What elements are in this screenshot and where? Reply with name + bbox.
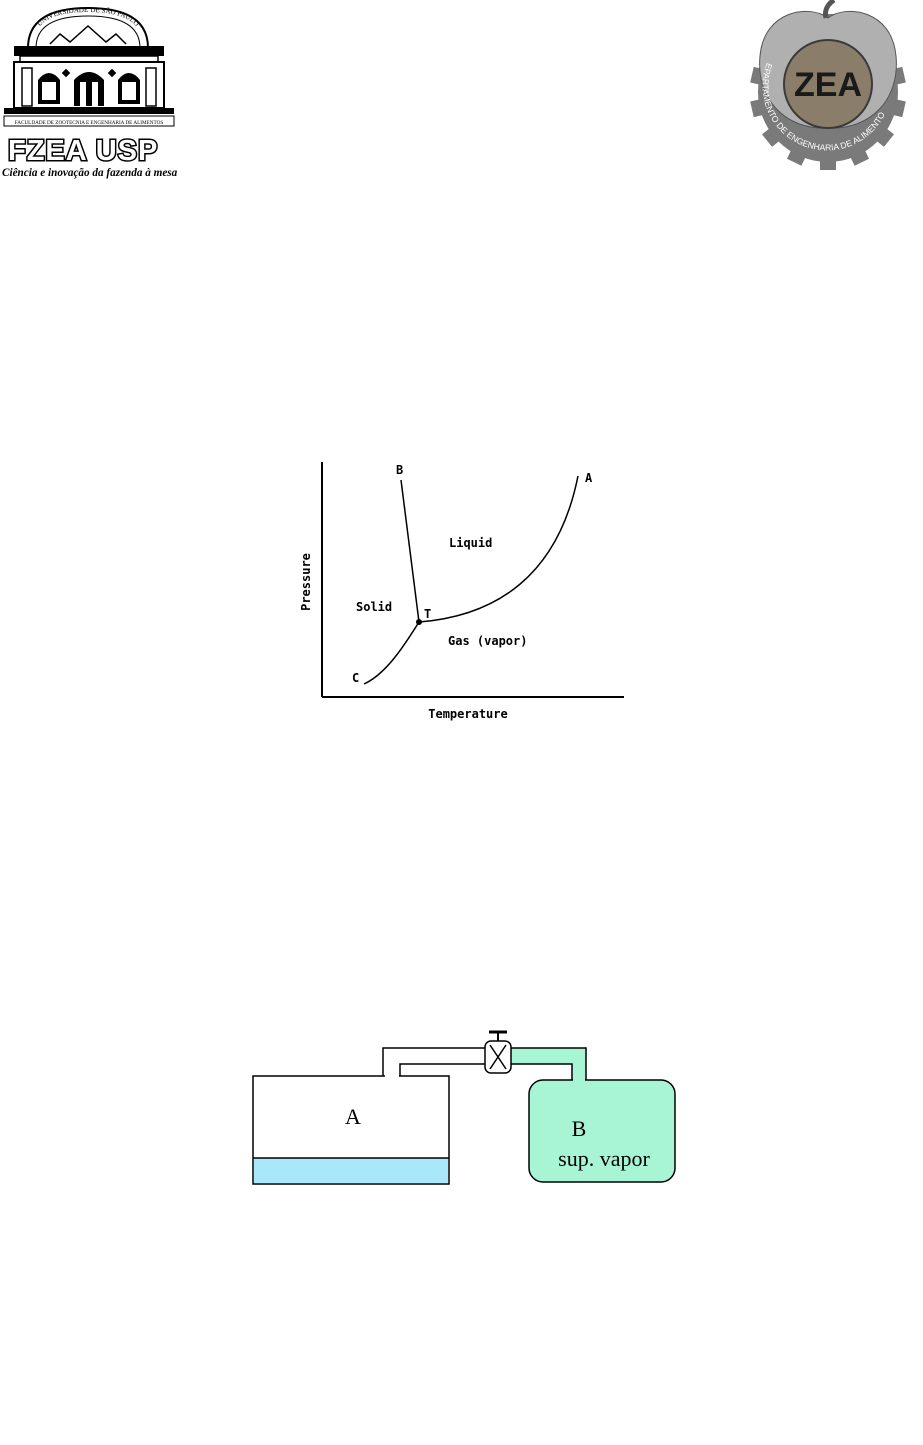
fzea-building-seal: UNIVERSIDADE DE SÃO PAULO FACULDADE DE Z… xyxy=(0,0,178,182)
faculty-text: FACULDADE DE ZOOTECNIA E ENGENHARIA DE A… xyxy=(15,120,164,126)
point-a-label: A xyxy=(585,471,593,485)
x-axis-label: Temperature xyxy=(428,707,507,721)
pipe-to-tank-b xyxy=(508,1048,586,1080)
vaporization-curve xyxy=(419,476,578,622)
fzea-usp-logo: UNIVERSIDADE DE SÃO PAULO FACULDADE DE Z… xyxy=(0,0,178,182)
pipe-from-tank-a xyxy=(383,1048,486,1078)
seal-text: UNIVERSIDADE DE SÃO PAULO xyxy=(35,6,140,28)
tank-b-label: B xyxy=(572,1116,587,1141)
phase-diagram: B A C T Liquid Solid Gas (vapor) Tempera… xyxy=(296,456,630,726)
sublimation-curve xyxy=(364,622,419,684)
fusion-curve xyxy=(401,480,419,622)
zea-gear-emblem: ZEA DEPARTAMENTO DE ENGENHARIA DE ALIMEN… xyxy=(738,0,920,178)
triple-point xyxy=(416,619,422,625)
tank-b-content-label: sup. vapor xyxy=(558,1146,650,1171)
point-t-label: T xyxy=(424,607,431,621)
zea-department-logo: ZEA DEPARTAMENTO DE ENGENHARIA DE ALIMEN… xyxy=(738,0,920,178)
solid-region-label: Solid xyxy=(356,600,392,614)
valve-icon xyxy=(485,1032,511,1073)
point-b-label: B xyxy=(396,463,403,477)
fzea-usp-wordmark: FZEA USP xyxy=(8,135,158,167)
tank-diagram: A B sup. vapor xyxy=(246,1026,680,1188)
gas-region-label: Gas (vapor) xyxy=(448,634,527,648)
liquid-region-label: Liquid xyxy=(449,536,492,550)
zea-acronym: ZEA xyxy=(794,66,862,104)
point-c-label: C xyxy=(352,671,359,685)
tank-a-label: A xyxy=(345,1104,361,1129)
y-axis-label: Pressure xyxy=(299,553,313,611)
svg-text:UNIVERSIDADE DE SÃO PAULO: UNIVERSIDADE DE SÃO PAULO xyxy=(35,6,140,28)
tank-a-liquid xyxy=(254,1158,448,1183)
fzea-tagline: Ciência e inovação da fazenda à mesa xyxy=(2,167,178,179)
